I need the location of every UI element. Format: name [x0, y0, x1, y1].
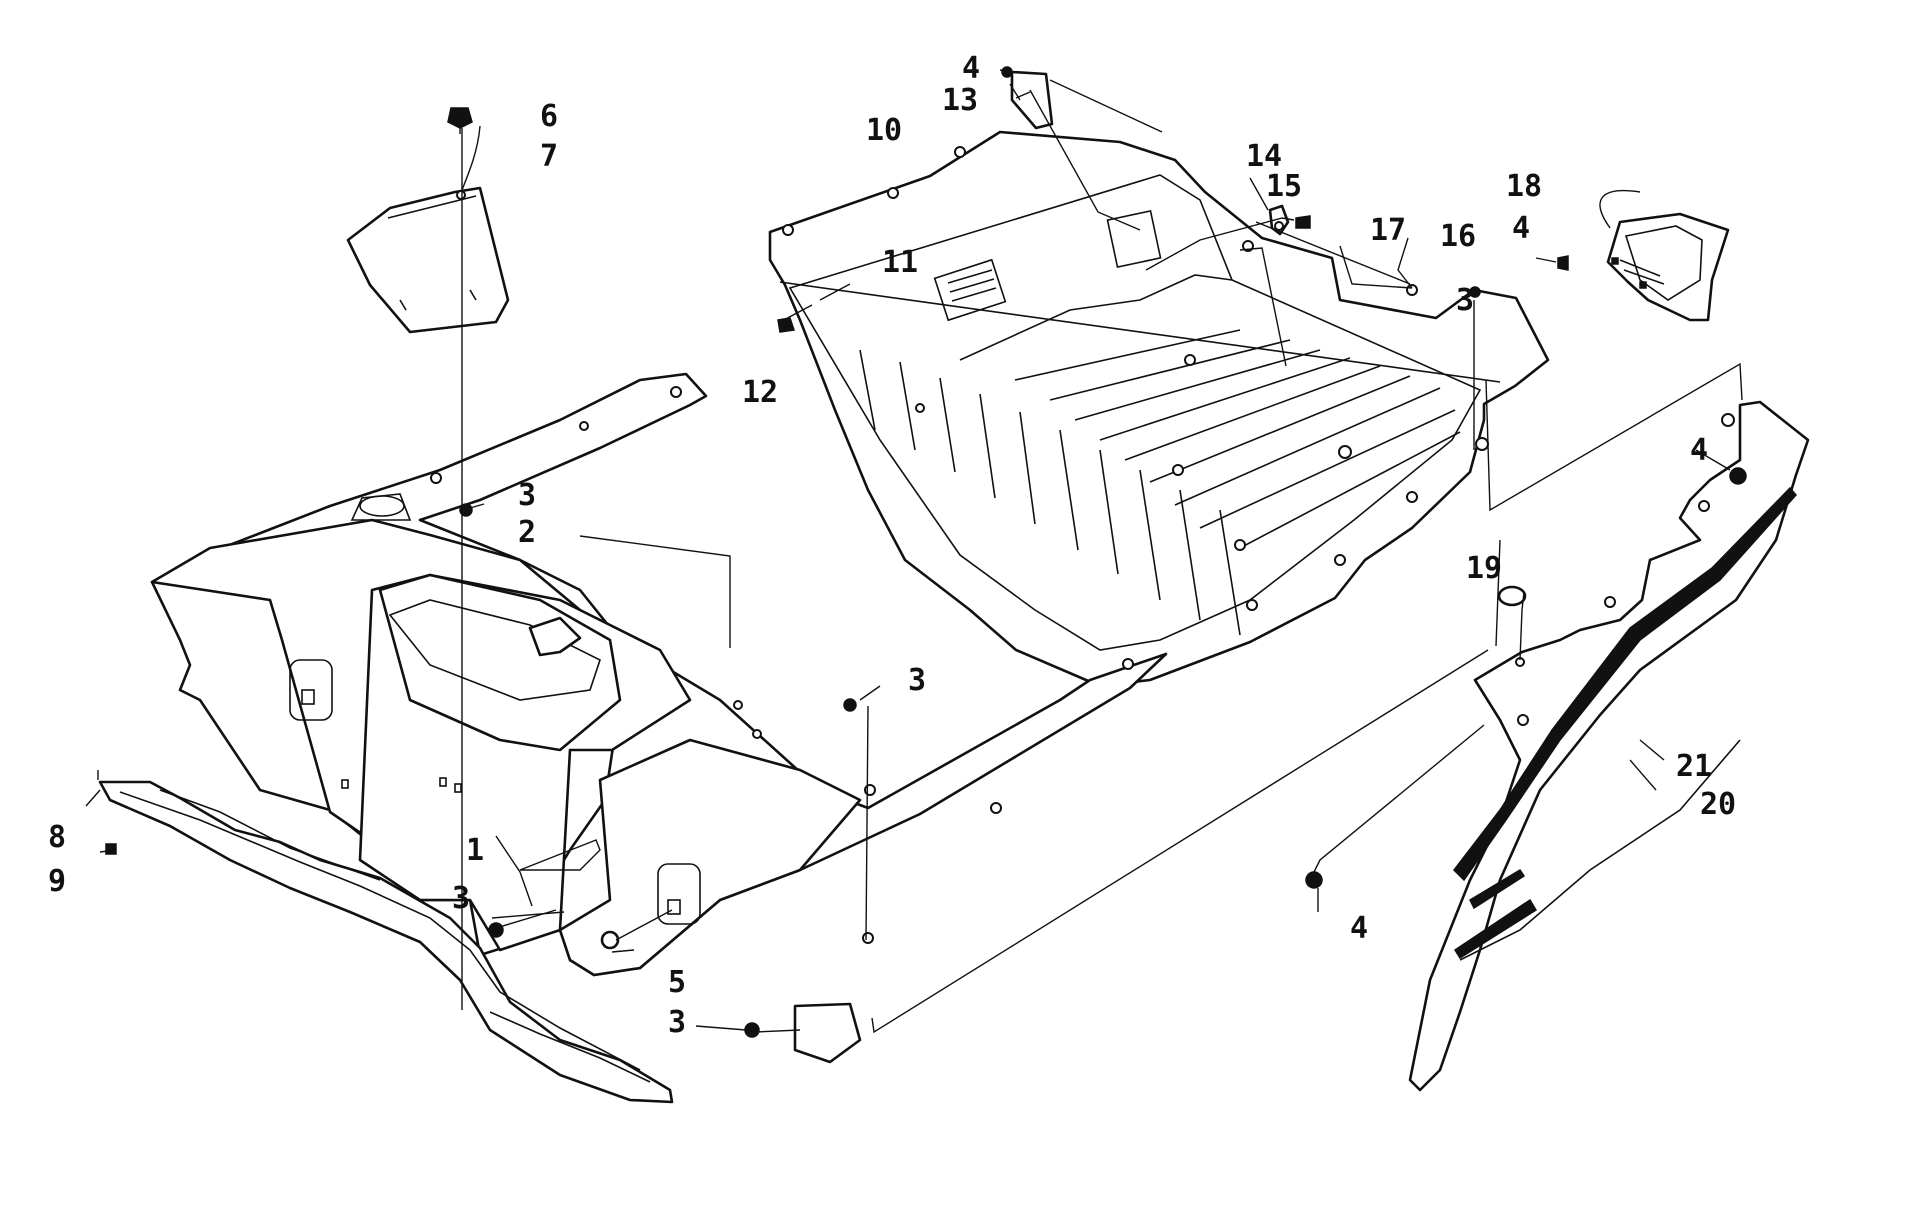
callout-2: 2	[518, 515, 536, 550]
callout-3-bottom: 3	[668, 1005, 686, 1040]
callout-labels: 1 2 3 3 3 3 3 4 4 4 4 5 6 7 8 9 10 11 12…	[48, 51, 1736, 1040]
callout-4-handle: 4	[1512, 211, 1530, 246]
part-5-grommet	[600, 930, 620, 950]
callout-19: 19	[1466, 551, 1502, 586]
part-3-screw-mid	[843, 698, 857, 712]
part-4-nut-side	[1729, 467, 1747, 485]
part-4-nut-lower	[1305, 871, 1323, 889]
part-4-nut-handle	[1557, 255, 1569, 271]
callout-14: 14	[1246, 139, 1282, 174]
callout-15: 15	[1266, 169, 1302, 204]
hardware	[447, 66, 1747, 1038]
part-12-clip	[777, 317, 795, 333]
callout-4-lower: 4	[1350, 911, 1368, 946]
callout-20: 20	[1700, 787, 1736, 822]
callout-11: 11	[882, 245, 918, 280]
part-3-screw-left	[488, 922, 504, 938]
part-3-screw-box	[1469, 286, 1481, 298]
callout-8: 8	[48, 820, 66, 855]
callout-21: 21	[1676, 749, 1712, 784]
cargo-box	[768, 130, 1550, 688]
callout-4-side: 4	[1690, 433, 1708, 468]
callout-3-upper: 3	[518, 478, 536, 513]
callout-13: 13	[942, 83, 978, 118]
callout-1: 1	[466, 833, 484, 868]
callout-7: 7	[540, 139, 558, 174]
part-19-plug	[1497, 585, 1527, 607]
access-panel	[346, 186, 510, 334]
grab-handle	[1606, 212, 1730, 322]
callout-6: 6	[540, 99, 558, 134]
part-6-rivet	[447, 107, 473, 129]
callout-18: 18	[1506, 169, 1542, 204]
callout-10: 10	[866, 113, 902, 148]
callout-17: 17	[1370, 213, 1406, 248]
part-3-screw-upper	[459, 503, 473, 517]
callout-16: 16	[1440, 219, 1476, 254]
step-trim	[98, 780, 674, 1104]
callout-12: 12	[742, 375, 778, 410]
callout-5: 5	[668, 965, 686, 1000]
callout-3-box: 3	[1456, 283, 1474, 318]
callout-3-left: 3	[452, 881, 470, 916]
leader-lines	[85, 69, 1743, 1034]
part-3-screw-bottom	[744, 1022, 760, 1038]
side-panel	[1408, 400, 1810, 1092]
callout-3-mid: 3	[908, 663, 926, 698]
part-13-bracket	[1010, 70, 1054, 130]
part-16-grommet	[1406, 284, 1418, 296]
callout-4-top: 4	[962, 51, 980, 86]
rear-body-fender	[150, 372, 1168, 1064]
part-15-screw	[1295, 215, 1311, 229]
callout-9: 9	[48, 864, 66, 899]
